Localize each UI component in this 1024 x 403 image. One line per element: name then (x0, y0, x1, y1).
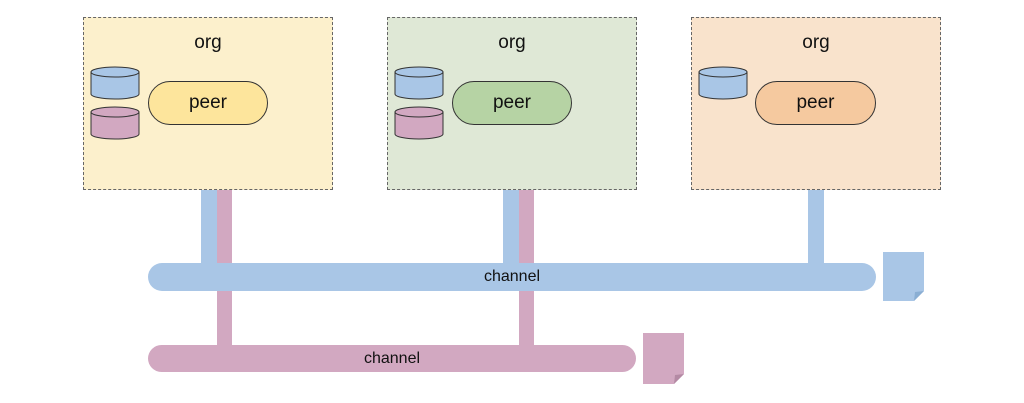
channel-bar-pink: channel (148, 345, 636, 372)
peer-node-3: peer (755, 81, 876, 125)
ledger-blue-icon (698, 66, 748, 100)
ledger-pink-icon (90, 106, 140, 140)
pink-document-icon (642, 332, 686, 386)
ledger-pink-icon (394, 106, 444, 140)
ledger-blue-icon (394, 66, 444, 100)
peer-label: peer (492, 92, 532, 113)
peer-node-1: peer (148, 81, 268, 125)
channel-label: channel (483, 268, 541, 285)
blue-document-icon (882, 251, 926, 303)
peer-label: peer (188, 92, 228, 113)
org-label: org (498, 32, 526, 53)
org-label: org (194, 32, 222, 53)
peer-node-2: peer (452, 81, 572, 125)
channel-label: channel (363, 349, 421, 367)
peer-label: peer (796, 92, 835, 113)
org-label: org (802, 32, 830, 53)
channel-bar-blue: channel (148, 263, 876, 291)
ledger-blue-icon (90, 66, 140, 100)
